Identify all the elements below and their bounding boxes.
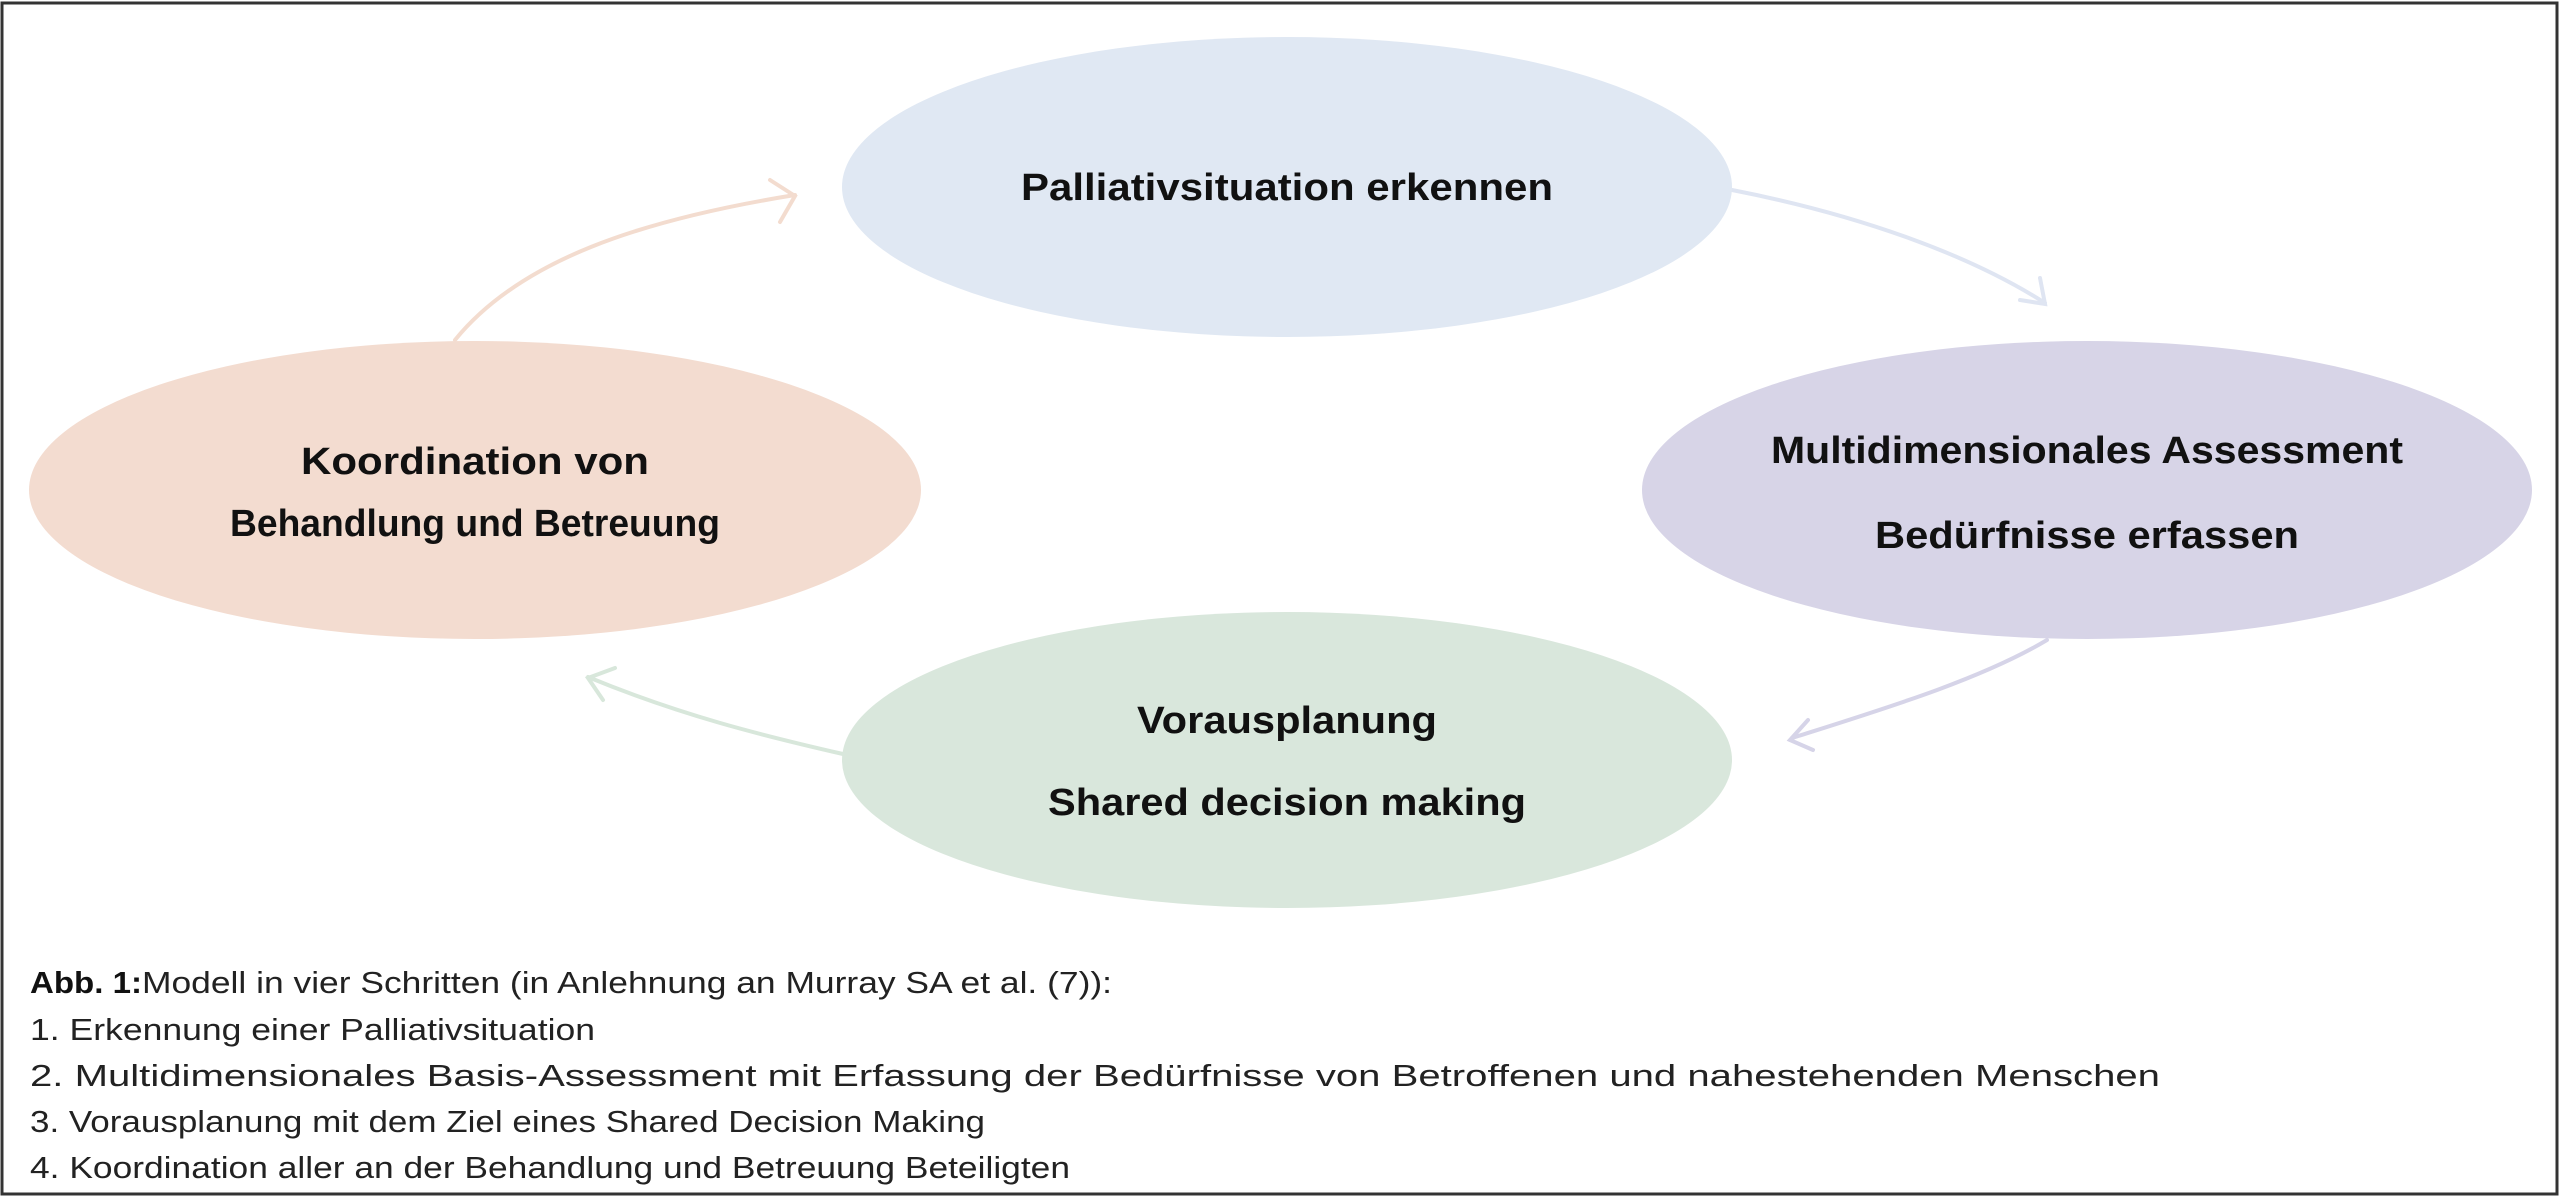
node-label: Multidimensionales Assessment [1771,430,2403,472]
caption-label: Abb. 1: [30,965,142,1000]
caption-item: 2. Multidimensionales Basis-Assessment m… [30,1058,2160,1093]
node-label: Palliativsituation erkennen [1021,167,1553,209]
node-vorausplanung: Vorausplanung Shared decision making [842,612,1732,908]
node-label: Bedürfnisse erfassen [1875,515,2299,557]
node-koordination: Koordination von Behandlung und Betreuun… [29,341,921,639]
node-label: Koordination von [301,441,649,483]
node-palliativsituation-erkennen: Palliativsituation erkennen [842,37,1732,337]
caption-item: 4. Koordination aller an der Behandlung … [30,1150,1070,1185]
node-label: Shared decision making [1048,782,1526,824]
arrow-vorausplanung-to-koordination [584,666,845,756]
caption-item: 3. Vorausplanung mit dem Ziel eines Shar… [30,1104,985,1139]
node-label: Vorausplanung [1137,700,1437,742]
arrow-assessment-to-vorausplanung [1786,638,2049,752]
figure-caption: Abb. 1: Modell in vier Schritten (in Anl… [30,965,2160,1185]
node-label: Behandlung und Betreuung [230,503,720,545]
node-multidimensionales-assessment: Multidimensionales Assessment Bedürfniss… [1642,341,2532,639]
caption-title: Modell in vier Schritten (in Anlehnung a… [142,965,1112,1000]
arrow-erkennen-to-assessment [1730,188,2048,307]
caption-item: 1. Erkennung einer Palliativsituation [30,1012,595,1047]
arrow-koordination-to-erkennen [453,178,798,342]
